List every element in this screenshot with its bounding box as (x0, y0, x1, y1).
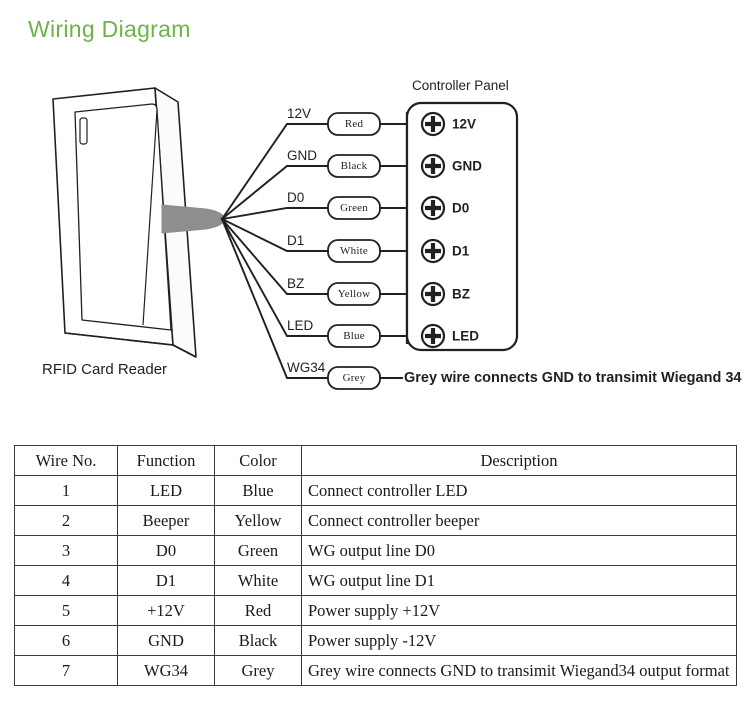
table-row: 7 WG34 Grey Grey wire connects GND to tr… (14, 655, 737, 686)
cell-wire-no: 4 (14, 565, 118, 596)
pill-label-grey: Grey (342, 372, 366, 384)
controller-panel-outline (405, 101, 519, 352)
terminal-label-d0: D0 (452, 200, 470, 216)
table-row: 5 +12V Red Power supply +12V (14, 595, 737, 626)
cell-description: WG output line D1 (301, 565, 737, 596)
table-header-function: Function (117, 445, 215, 476)
cell-function: WG34 (117, 655, 215, 686)
table-row: 1 LED Blue Connect controller LED (14, 475, 737, 506)
wire-label-gnd: GND (287, 148, 317, 163)
wire-label-wg34: WG34 (287, 360, 326, 375)
cell-color: Grey (214, 655, 302, 686)
wire-color-pills (327, 112, 381, 390)
rfid-card-reader-caption: RFID Card Reader (42, 361, 168, 378)
cell-function: D1 (117, 565, 215, 596)
wire-label-d0: D0 (287, 190, 305, 205)
cell-color: Red (214, 595, 302, 626)
terminal-label-12v: 12V (452, 116, 477, 132)
wire-label-12v: 12V (287, 106, 312, 121)
screw-terminals (420, 111, 446, 349)
cell-description: Power supply +12V (301, 595, 737, 626)
cell-function: D0 (117, 535, 215, 566)
diagram-canvas (52, 87, 519, 390)
wire-fanout (220, 123, 328, 379)
pill-label-blue: Blue (343, 330, 365, 342)
cell-wire-no: 7 (14, 655, 118, 686)
rfid-card-reader-illustration (52, 87, 197, 358)
table-header-row: Wire No. Function Color Description (14, 445, 737, 476)
cell-description: Connect controller beeper (301, 505, 737, 536)
cell-color: White (214, 565, 302, 596)
cell-color: Black (214, 625, 302, 656)
table-row: 2 Beeper Yellow Connect controller beepe… (14, 505, 737, 536)
controller-panel-title: Controller Panel (412, 78, 509, 93)
table-header-wire-no: Wire No. (14, 445, 118, 476)
pill-to-panel-lines (379, 123, 408, 379)
cell-description: Grey wire connects GND to transimit Wieg… (301, 655, 737, 686)
pill-label-black: Black (340, 160, 368, 172)
cell-function: LED (117, 475, 215, 506)
cell-wire-no: 1 (14, 475, 118, 506)
cell-function: Beeper (117, 505, 215, 536)
terminal-label-gnd: GND (452, 158, 482, 174)
table-header-color: Color (214, 445, 302, 476)
cell-description: Power supply -12V (301, 625, 737, 656)
cell-color: Yellow (214, 505, 302, 536)
terminal-label-d1: D1 (452, 243, 470, 259)
pill-label-white: White (340, 245, 368, 257)
cell-wire-no: 3 (14, 535, 118, 566)
cable-stub (161, 204, 225, 234)
cell-color: Blue (214, 475, 302, 506)
cell-description: WG output line D0 (301, 535, 737, 566)
wiring-diagram: Controller Panel RFID Card Reader 12V GN… (42, 78, 742, 390)
wire-label-bz: BZ (287, 276, 305, 291)
pill-label-red: Red (344, 118, 364, 130)
table-row: 4 D1 White WG output line D1 (14, 565, 737, 596)
cell-function: GND (117, 625, 215, 656)
cell-wire-no: 2 (14, 505, 118, 536)
table-row: 3 D0 Green WG output line D0 (14, 535, 737, 566)
wire-label-d1: D1 (287, 233, 305, 248)
pill-label-green: Green (340, 202, 368, 214)
terminal-label-led: LED (452, 328, 479, 344)
cell-color: Green (214, 535, 302, 566)
table-row: 6 GND Black Power supply -12V (14, 625, 737, 656)
wire-label-led: LED (287, 318, 314, 333)
pill-label-yellow: Yellow (337, 288, 371, 300)
cell-function: +12V (117, 595, 215, 626)
cell-description: Connect controller LED (301, 475, 737, 506)
grey-wire-note: Grey wire connects GND to transimit Wieg… (404, 370, 742, 386)
wire-specification-table: Wire No. Function Color Description 1 LE… (14, 445, 737, 686)
page-title: Wiring Diagram (28, 16, 191, 42)
table-header-description: Description (301, 445, 737, 476)
cell-wire-no: 5 (14, 595, 118, 626)
terminal-label-bz: BZ (452, 286, 470, 302)
cell-wire-no: 6 (14, 625, 118, 656)
